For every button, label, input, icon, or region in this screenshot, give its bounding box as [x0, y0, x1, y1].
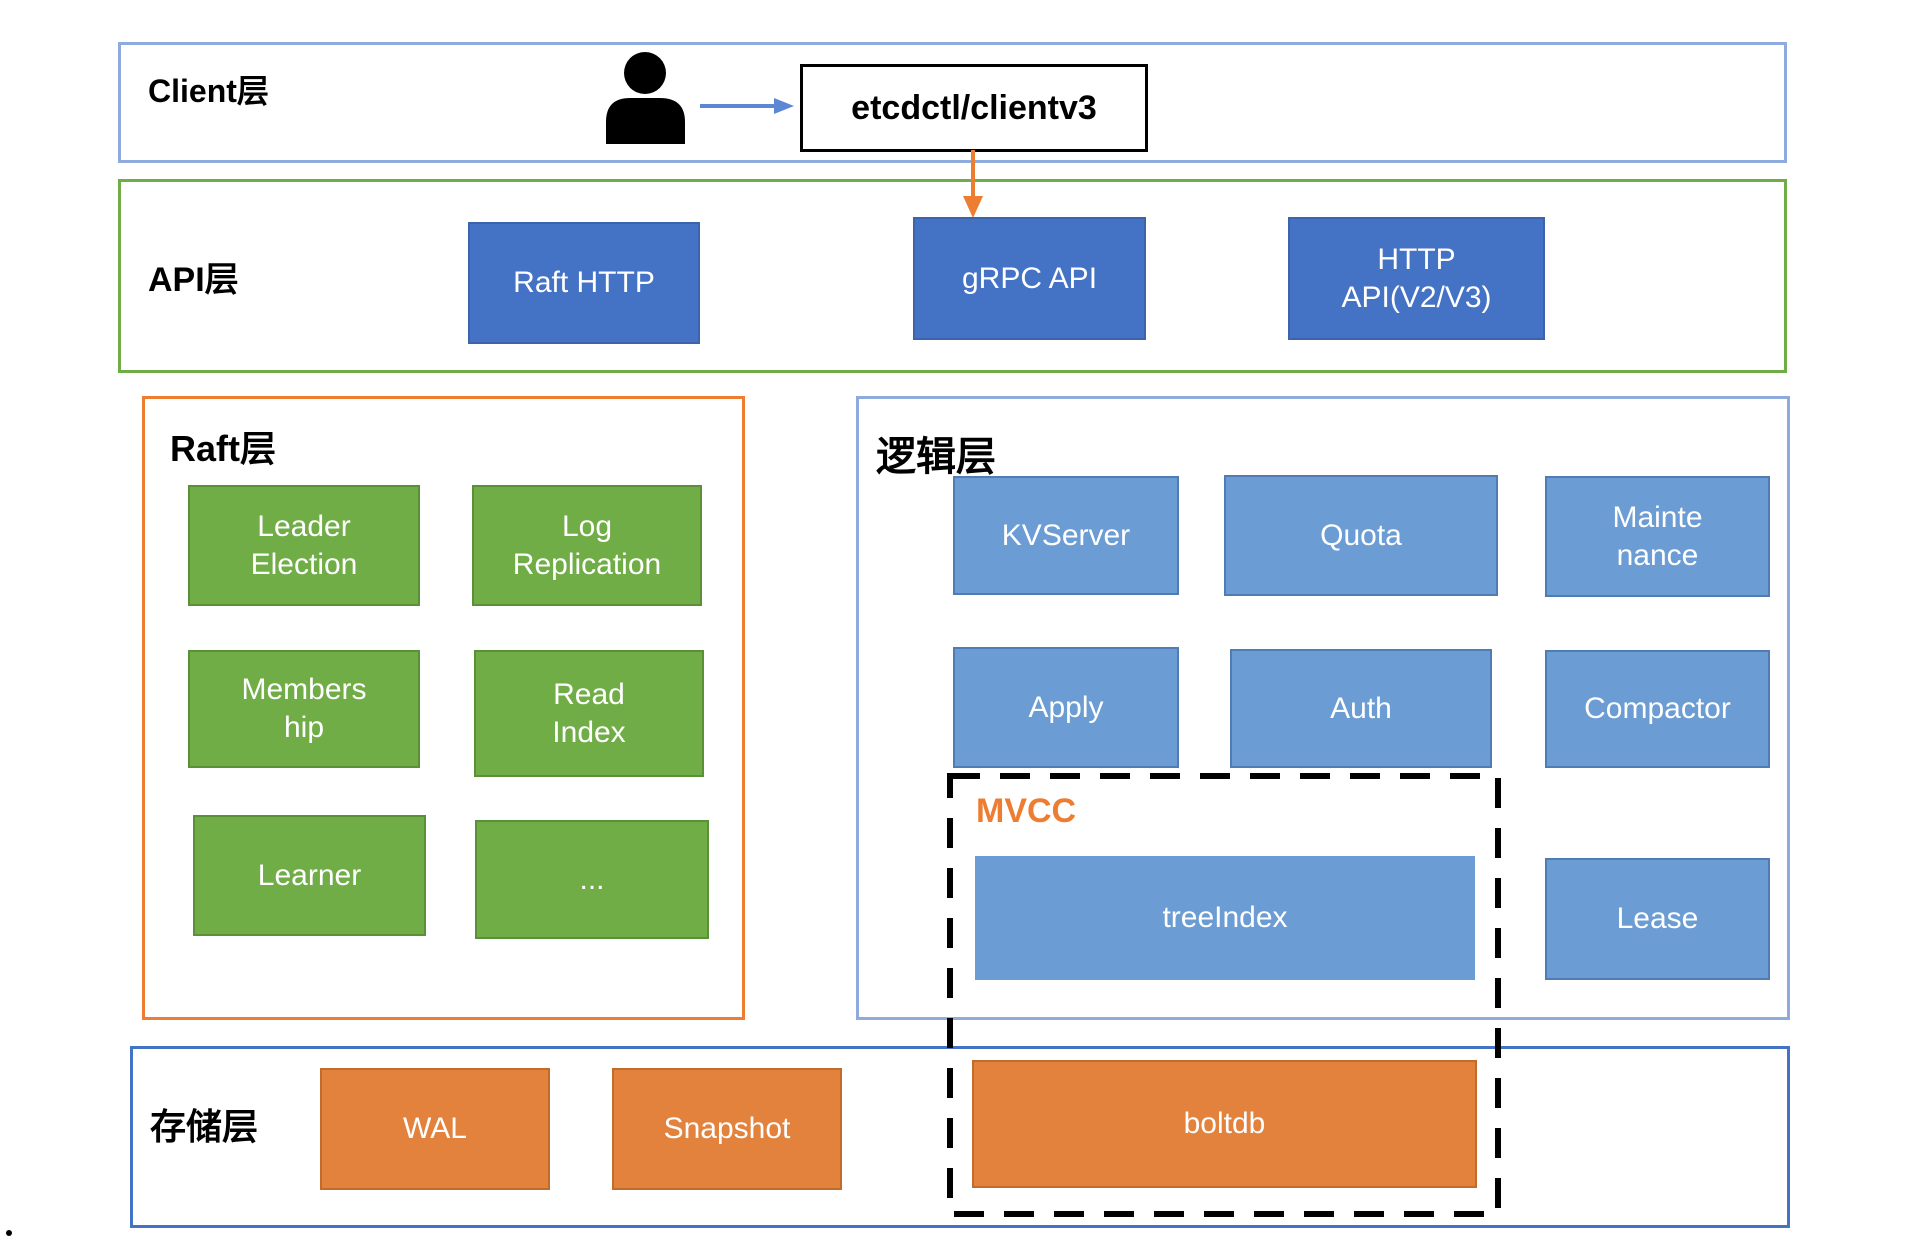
- raft-more-label: ...: [579, 862, 605, 896]
- raft-layer-frame: [142, 396, 745, 1020]
- logic-layer-label: 逻辑层: [876, 435, 996, 479]
- auth-label: Auth: [1330, 691, 1392, 725]
- storage-layer-label: 存储层: [150, 1106, 259, 1147]
- snapshot-label: Snapshot: [663, 1112, 791, 1145]
- grpc-api-box: gRPC API: [913, 217, 1146, 340]
- membership-box: Members hip: [188, 650, 420, 768]
- grpc-api-label: gRPC API: [961, 261, 1098, 295]
- kvserver-label: KVServer: [1001, 518, 1131, 552]
- boltdb-box: boltdb: [972, 1060, 1477, 1188]
- read-index-label: Read Index: [552, 677, 626, 749]
- compactor-box: Compactor: [1545, 650, 1770, 768]
- stray-dot: [6, 1230, 12, 1236]
- lease-label: Lease: [1616, 902, 1699, 935]
- raft-http-label: Raft HTTP: [513, 266, 655, 299]
- quota-label: Quota: [1320, 518, 1402, 552]
- auth-box: Auth: [1230, 649, 1492, 768]
- storage-layer-frame: [130, 1046, 1790, 1228]
- apply-label: Apply: [1028, 690, 1104, 724]
- user-icon: [606, 52, 685, 144]
- maintenance-box: Mainte nance: [1545, 476, 1770, 597]
- client-layer-frame: [118, 42, 1787, 163]
- treeindex-label: treeIndex: [1162, 901, 1288, 934]
- raft-http-box: Raft HTTP: [468, 222, 700, 344]
- etcdctl-clientv3-box: etcdctl/clientv3: [800, 64, 1148, 152]
- snapshot-box: Snapshot: [612, 1068, 842, 1190]
- log-replication-label: Log Replication: [512, 509, 662, 581]
- leader-election-box: Leader Election: [188, 485, 420, 606]
- mvcc-dashed-box: [947, 773, 1501, 1217]
- boltdb-label: boltdb: [1183, 1107, 1266, 1140]
- maintenance-label: Mainte nance: [1612, 500, 1703, 572]
- quota-box: Quota: [1224, 475, 1498, 596]
- compactor-label: Compactor: [1584, 692, 1731, 725]
- kvserver-box: KVServer: [953, 476, 1179, 595]
- mvcc-label: MVCC: [976, 792, 1077, 830]
- leader-election-label: Leader Election: [250, 509, 358, 581]
- api-layer-label: API层: [148, 261, 239, 299]
- etcdctl-clientv3-label: etcdctl/clientv3: [851, 88, 1097, 127]
- wal-label: WAL: [403, 1112, 467, 1145]
- lease-box: Lease: [1545, 858, 1770, 980]
- treeindex-box: treeIndex: [975, 856, 1475, 980]
- api-layer-frame: [118, 179, 1787, 373]
- client-to-etcdctl-arrow: [700, 98, 794, 114]
- read-index-box: Read Index: [474, 650, 704, 777]
- http-api-label: HTTP API(V2/V3): [1341, 242, 1492, 314]
- membership-label: Members hip: [241, 673, 367, 744]
- learner-box: Learner: [193, 815, 426, 936]
- etcdctl-to-grpc-arrow: [963, 150, 983, 218]
- http-api-box: HTTP API(V2/V3): [1288, 217, 1545, 340]
- learner-label: Learner: [257, 858, 362, 892]
- apply-box: Apply: [953, 647, 1179, 768]
- raft-more-box: ...: [475, 820, 709, 939]
- client-layer-label: Client层: [148, 73, 269, 109]
- wal-box: WAL: [320, 1068, 550, 1190]
- logic-layer-frame: [856, 396, 1790, 1020]
- raft-layer-label: Raft层: [170, 428, 276, 469]
- log-replication-box: Log Replication: [472, 485, 702, 606]
